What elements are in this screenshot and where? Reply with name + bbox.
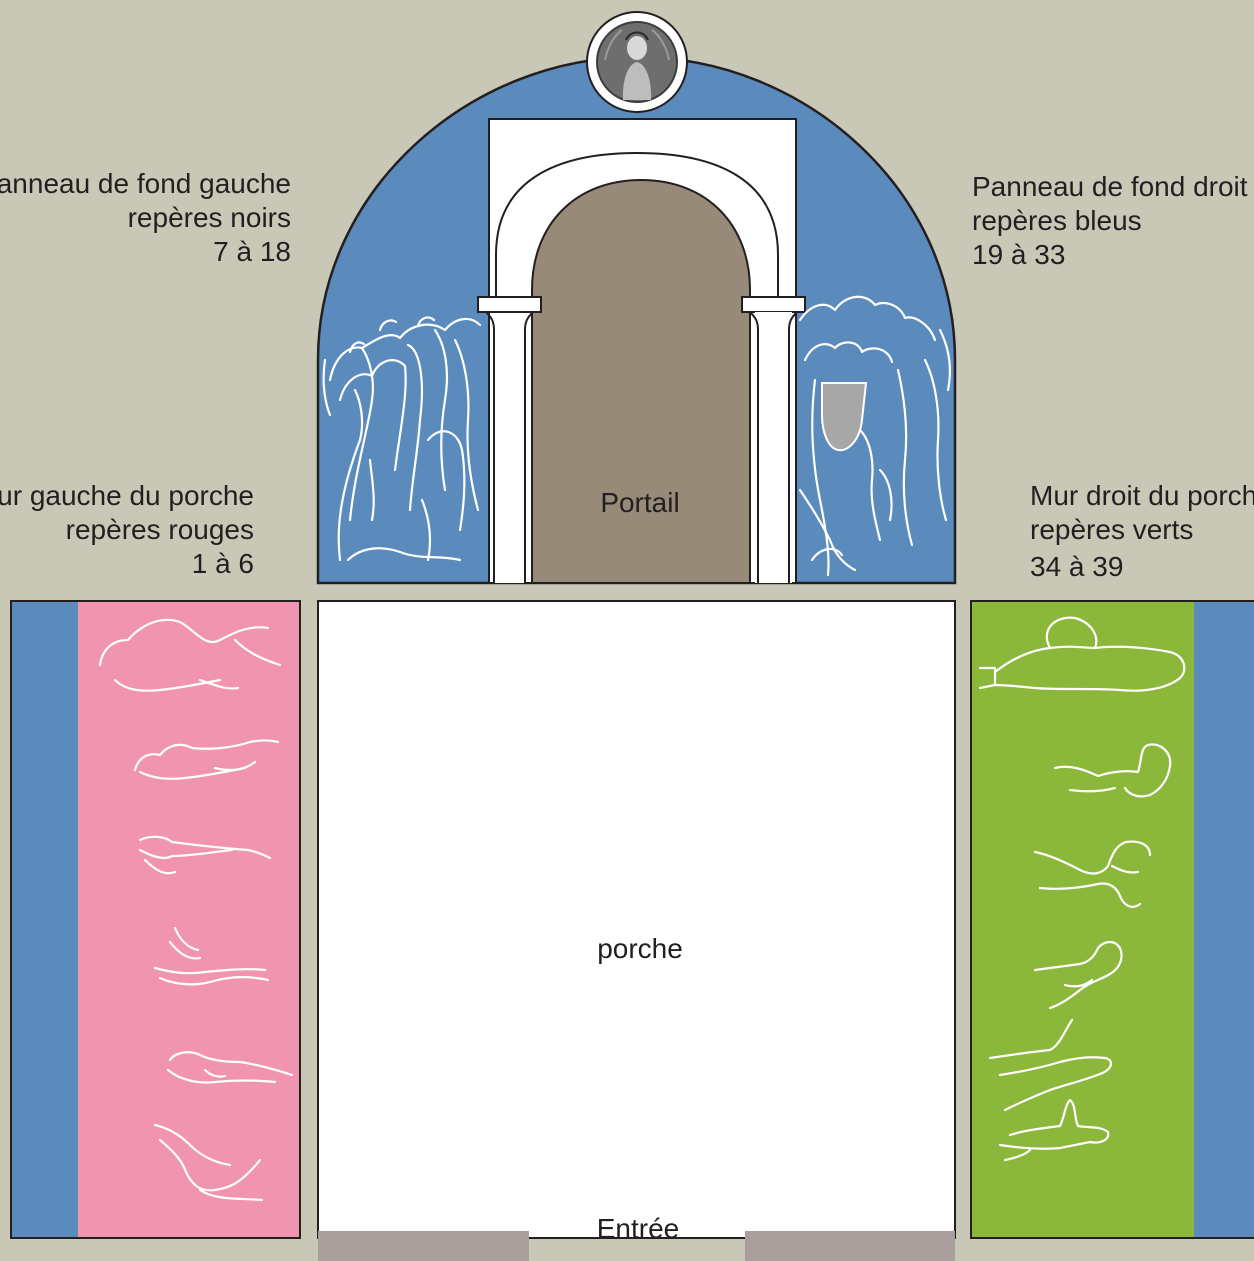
right-porch-wall-label: Mur droit du porche repères verts 34 à 3…	[1030, 480, 1254, 582]
left-wall-figure-4	[153, 926, 270, 986]
left-porch-wall-title: Mur gauche du porche	[0, 480, 254, 511]
portal-label: Portail	[600, 487, 679, 518]
left-porch-wall	[10, 600, 301, 1239]
left-wall-figure-5	[166, 1051, 294, 1084]
tympanum-left-crowd	[322, 316, 482, 562]
left-porch-wall-range: 1 à 6	[192, 548, 254, 579]
madonna-medallion-icon	[586, 11, 688, 113]
right-back-panel-title: Panneau de fond droit	[972, 171, 1248, 202]
left-wall-figure-3	[138, 835, 272, 875]
left-wall-blue-strip	[12, 602, 78, 1237]
tympanum-right-crowd	[798, 295, 951, 577]
right-back-panel-label: Panneau de fond droit repères bleus 19 à…	[972, 171, 1248, 270]
door-arch	[495, 151, 779, 297]
portal-opening	[531, 178, 751, 584]
left-wall-figure-6	[153, 1123, 264, 1202]
right-wall-figure-5	[988, 1018, 1113, 1112]
entrance-sill-right	[745, 1231, 955, 1261]
left-back-panel-range: 7 à 18	[213, 236, 291, 267]
porch-label: porche	[597, 933, 683, 964]
right-wall-blue-strip	[1194, 602, 1254, 1237]
left-porch-wall-markers: repères rouges	[66, 514, 254, 545]
right-wall-figure-3	[1033, 840, 1152, 908]
left-column	[477, 296, 542, 583]
entrance-sill-left	[318, 1231, 529, 1261]
entrance-label: Entrée	[597, 1213, 680, 1244]
right-porch-wall-markers: repères verts	[1030, 514, 1193, 545]
porch-floor: porche	[317, 600, 956, 1239]
right-wall-figure-4	[1033, 940, 1123, 1010]
left-back-panel-markers: repères noirs	[128, 202, 291, 233]
right-wall-figure-6	[998, 1098, 1110, 1162]
right-back-panel-range: 19 à 33	[972, 239, 1065, 270]
right-porch-wall-range: 34 à 39	[1030, 551, 1123, 582]
shield-shape	[821, 382, 868, 452]
right-column	[741, 296, 806, 583]
left-wall-figure-2	[133, 739, 280, 780]
right-wall-figure-2	[1053, 743, 1172, 798]
left-porch-wall-label: Mur gauche du porche repères rouges 1 à …	[0, 480, 254, 579]
left-back-panel-label: Panneau de fond gauche repères noirs 7 à…	[0, 168, 291, 267]
left-back-panel-title: Panneau de fond gauche	[0, 168, 291, 199]
left-wall-figure-1	[98, 618, 282, 692]
right-porch-wall	[970, 600, 1254, 1239]
right-wall-figure-1	[978, 616, 1186, 692]
right-porch-wall-title: Mur droit du porche	[1030, 480, 1254, 511]
right-back-panel-markers: repères bleus	[972, 205, 1142, 236]
